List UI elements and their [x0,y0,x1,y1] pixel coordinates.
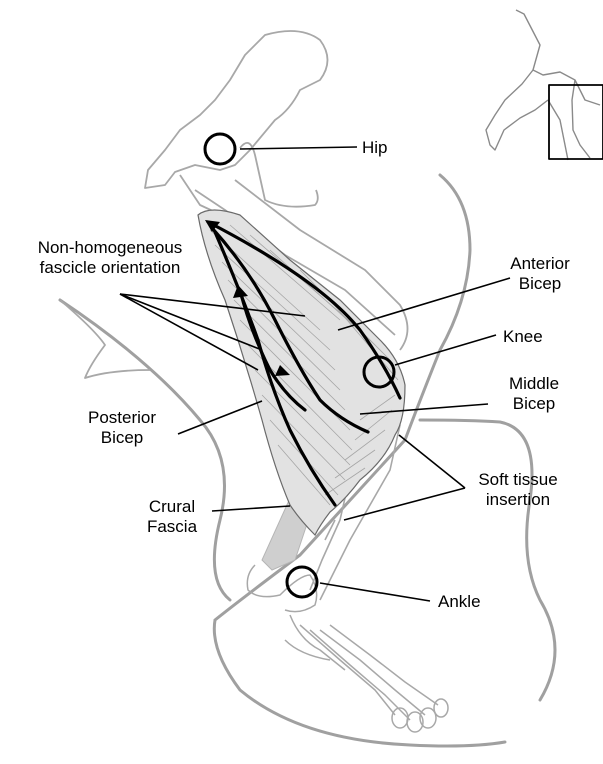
label-non-homogeneous: Non-homogeneous fascicle orientation [0,238,220,278]
inset-thumbnail [486,10,603,160]
foot-bones [247,565,448,732]
soft-tissue-leader-2 [344,488,465,520]
anterior-bicep-leader [338,278,510,330]
label-anterior-bicep: Anterior Bicep [490,254,590,294]
inset-frame [549,85,603,159]
soft-tissue-leader-1 [399,435,465,488]
label-posterior-bicep: Posterior Bicep [72,408,172,448]
hip-leader [240,147,357,149]
label-knee: Knee [503,327,543,347]
label-soft-tissue-insertion: Soft tissue insertion [458,470,578,510]
label-middle-bicep: Middle Bicep [484,374,584,414]
label-crural-fascia: Crural Fascia [127,497,217,537]
ankle-leader [320,583,430,601]
posterior-bicep-leader [178,401,262,434]
label-hip: Hip [362,138,388,158]
hip-joint-circle [205,134,235,164]
label-ankle: Ankle [438,592,481,612]
